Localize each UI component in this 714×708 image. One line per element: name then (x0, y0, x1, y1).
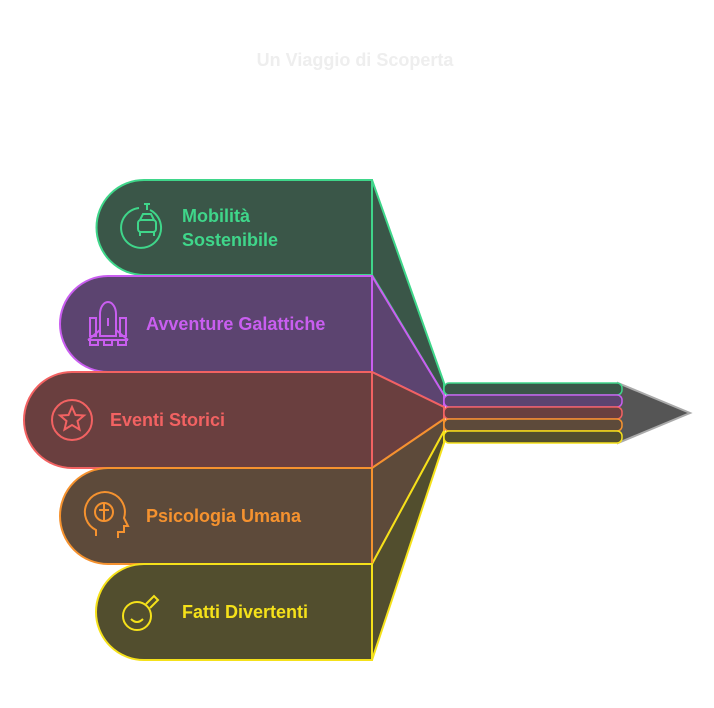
band-eventi[interactable] (23, 371, 373, 469)
star-icon (51, 399, 93, 441)
strip-avventure (443, 394, 623, 408)
strip-mobilita (443, 382, 623, 396)
electric-car-icon (120, 203, 163, 249)
pencil-tip (617, 381, 693, 445)
band-mobilita[interactable] (95, 179, 373, 276)
band-psicologia[interactable] (59, 467, 373, 565)
strip-fatti (443, 430, 623, 444)
head-brain-icon (83, 491, 130, 538)
label-fatti: Fatti Divertenti (182, 602, 308, 622)
diagram-title: Un Viaggio di Scoperta (257, 50, 455, 70)
label-mobilita-line2: Sostenibile (182, 230, 278, 250)
rocket-icon (87, 301, 129, 346)
strip-psicologia (443, 418, 623, 432)
label-psicologia: Psicologia Umana (146, 506, 302, 526)
label-mobilita-line1: Mobilità (182, 206, 251, 226)
label-eventi: Eventi Storici (110, 410, 225, 430)
label-avventure: Avventure Galattiche (146, 314, 325, 334)
strip-eventi (443, 406, 623, 420)
smiley-balloon-icon (122, 594, 160, 631)
band-fatti[interactable] (95, 563, 373, 661)
